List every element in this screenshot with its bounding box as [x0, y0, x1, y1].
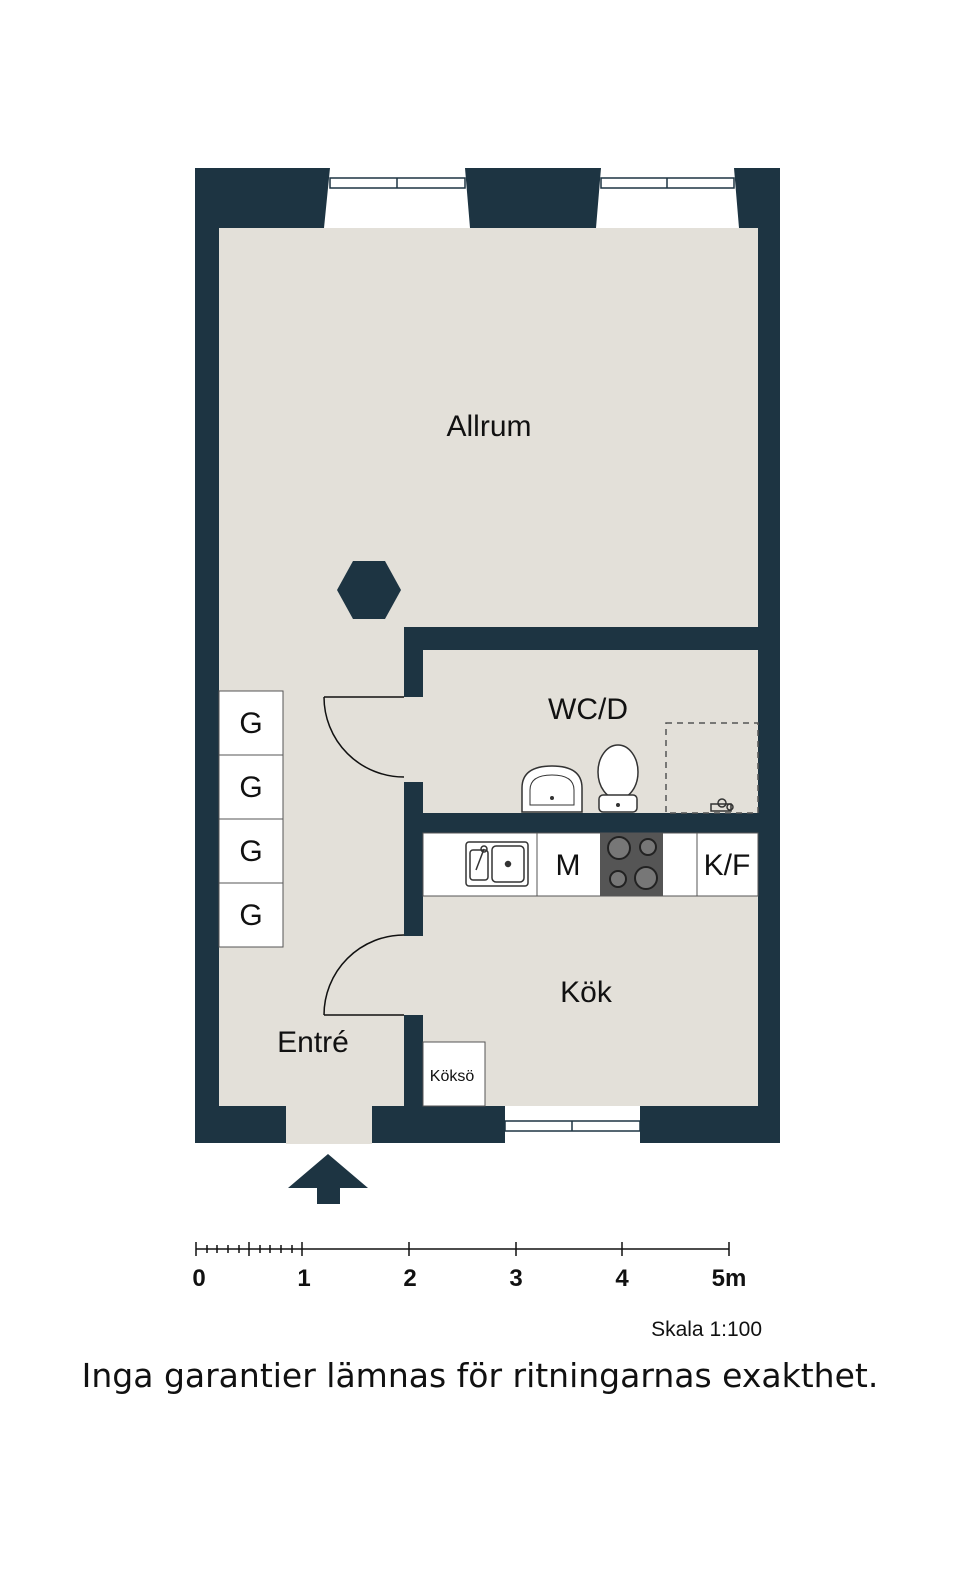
room-label-entre: Entré — [277, 1026, 349, 1059]
stove-icon — [600, 833, 663, 896]
scale-label: Skala 1:100 — [651, 1318, 762, 1340]
scale-tick-label: 0 — [192, 1265, 205, 1292]
wardrobe-label: G — [239, 707, 262, 740]
wardrobe-label: G — [239, 899, 262, 932]
scale-tick-label: 1 — [297, 1265, 310, 1292]
scale-tick-label: 5m — [712, 1265, 747, 1292]
kitchen-sink-icon — [465, 841, 529, 887]
scale-tick-label: 3 — [509, 1265, 522, 1292]
microwave-label: M — [556, 849, 581, 882]
door-kitchen — [323, 934, 405, 1016]
shower-area — [665, 722, 759, 814]
floor-plan: G G G G M — [192, 168, 780, 1340]
fridge-freezer-label: K/F — [704, 849, 751, 882]
door-wc — [323, 696, 405, 778]
sink-icon — [521, 765, 583, 813]
wardrobes: G G G G — [218, 690, 284, 948]
window-bottom — [504, 1106, 641, 1143]
disclaimer-text: Inga garantier lämnas för ritningarnas e… — [81, 1356, 879, 1395]
floor-area — [219, 228, 758, 1106]
kitchen-island — [422, 1041, 486, 1107]
scale-tick-label: 2 — [403, 1265, 416, 1292]
wardrobe-label: G — [239, 835, 262, 868]
scale-tick-label: 4 — [615, 1265, 629, 1292]
scale-bar — [195, 1242, 730, 1256]
room-label-kok: Kök — [560, 976, 613, 1009]
kitchen-island-label: Köksö — [430, 1068, 475, 1085]
toilet-icon — [597, 744, 639, 813]
window-top-left — [324, 168, 470, 228]
shower-tap-icon — [710, 798, 734, 812]
wardrobe-label: G — [239, 771, 262, 804]
entrance-arrow-icon — [288, 1154, 368, 1204]
room-label-allrum: Allrum — [446, 410, 531, 443]
entrance-opening — [286, 1105, 372, 1144]
room-label-wc: WC/D — [548, 693, 628, 726]
interior-walls — [404, 627, 758, 1106]
window-top-right — [596, 168, 739, 228]
column-hexagon — [337, 561, 401, 619]
